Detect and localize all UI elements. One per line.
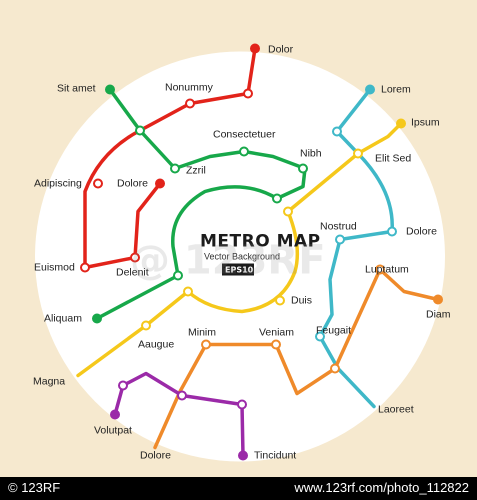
metro-line-green: [95, 87, 307, 321]
station-label: Ipsum: [411, 117, 440, 129]
station-ring[interactable]: [315, 331, 325, 342]
station-ring[interactable]: [239, 146, 249, 157]
terminal-dot[interactable]: [155, 178, 165, 189]
station-label: Dolore: [406, 226, 437, 238]
watermark: @ 123RF: [130, 238, 326, 284]
station-ring[interactable]: [243, 88, 253, 99]
station-ring[interactable]: [93, 178, 103, 189]
station-ring[interactable]: [130, 252, 140, 263]
terminal-dot[interactable]: [110, 409, 120, 420]
station-ring[interactable]: [237, 399, 247, 410]
station-ring[interactable]: [271, 339, 281, 350]
badge-background: [222, 263, 254, 276]
station-ring[interactable]: [177, 390, 187, 401]
station-label: Duis: [291, 295, 312, 307]
metro-line-orange: [153, 267, 440, 450]
station-label: Diam: [426, 309, 451, 321]
station-label: Elit Sed: [375, 153, 411, 165]
station-label: Dolor: [268, 44, 294, 56]
eps-badge: EPS10: [225, 266, 254, 275]
station-label: Dolore: [140, 450, 171, 462]
station-ring[interactable]: [332, 126, 342, 137]
station-ring[interactable]: [387, 226, 397, 237]
station-label: Lorem: [381, 84, 411, 96]
station-label: Zzril: [186, 165, 206, 177]
station-label: Luptatum: [365, 264, 409, 276]
terminal-dot[interactable]: [92, 313, 102, 324]
station-ring[interactable]: [170, 163, 180, 174]
station-label: Aliquam: [44, 313, 82, 325]
station-ring[interactable]: [375, 264, 385, 275]
station-ring[interactable]: [283, 206, 293, 217]
background-disc: [35, 51, 445, 462]
station-ring[interactable]: [173, 270, 183, 281]
station-ring[interactable]: [185, 98, 195, 109]
station-label: Minim: [188, 327, 216, 339]
terminal-dot[interactable]: [250, 43, 260, 54]
station-label: Volutpat: [94, 425, 132, 437]
station-label: Veniam: [259, 327, 294, 339]
map-title: METRO MAP: [200, 232, 321, 252]
station-label: Nonummy: [165, 82, 214, 94]
terminal-dot[interactable]: [365, 84, 375, 95]
station-label: Sit amet: [57, 83, 96, 95]
station-label: Dolore: [117, 178, 148, 190]
footer-copyright: © 123RF: [8, 480, 61, 495]
station-ring[interactable]: [118, 380, 128, 391]
station-ring[interactable]: [330, 363, 340, 374]
station-ring[interactable]: [80, 262, 90, 273]
terminal-dot[interactable]: [433, 294, 443, 305]
terminal-dot[interactable]: [396, 118, 406, 129]
station-label: Delenit: [116, 267, 149, 279]
footer-bar: © 123RF www.123rf.com/photo_112822: [0, 477, 477, 500]
station-ring[interactable]: [298, 163, 308, 174]
metro-line-purple: [113, 371, 245, 458]
station-ring[interactable]: [183, 286, 193, 297]
station-ring[interactable]: [272, 193, 282, 204]
station-ring[interactable]: [275, 295, 285, 306]
station-label: Feugait: [316, 325, 351, 337]
station-ring[interactable]: [335, 234, 345, 245]
station-label: Consectetuer: [213, 129, 276, 141]
map-subtitle: Vector Background: [204, 252, 280, 262]
station-ring[interactable]: [135, 125, 145, 136]
station-ring[interactable]: [353, 148, 363, 159]
station-label: Euismod: [34, 262, 75, 274]
station-label: Magna: [33, 376, 65, 388]
station-label: Laoreet: [378, 404, 414, 416]
station-label: Nostrud: [320, 221, 357, 233]
station-label: Tincidunt: [254, 450, 296, 462]
station-label: Aaugue: [138, 339, 174, 351]
footer-url: www.123rf.com/photo_112822: [294, 480, 469, 495]
station-ring[interactable]: [201, 339, 211, 350]
station-label: Adipiscing: [34, 178, 82, 190]
station-ring[interactable]: [141, 320, 151, 331]
terminal-dot[interactable]: [105, 84, 115, 95]
station-label: Nibh: [300, 148, 322, 160]
terminal-dot[interactable]: [238, 450, 248, 461]
